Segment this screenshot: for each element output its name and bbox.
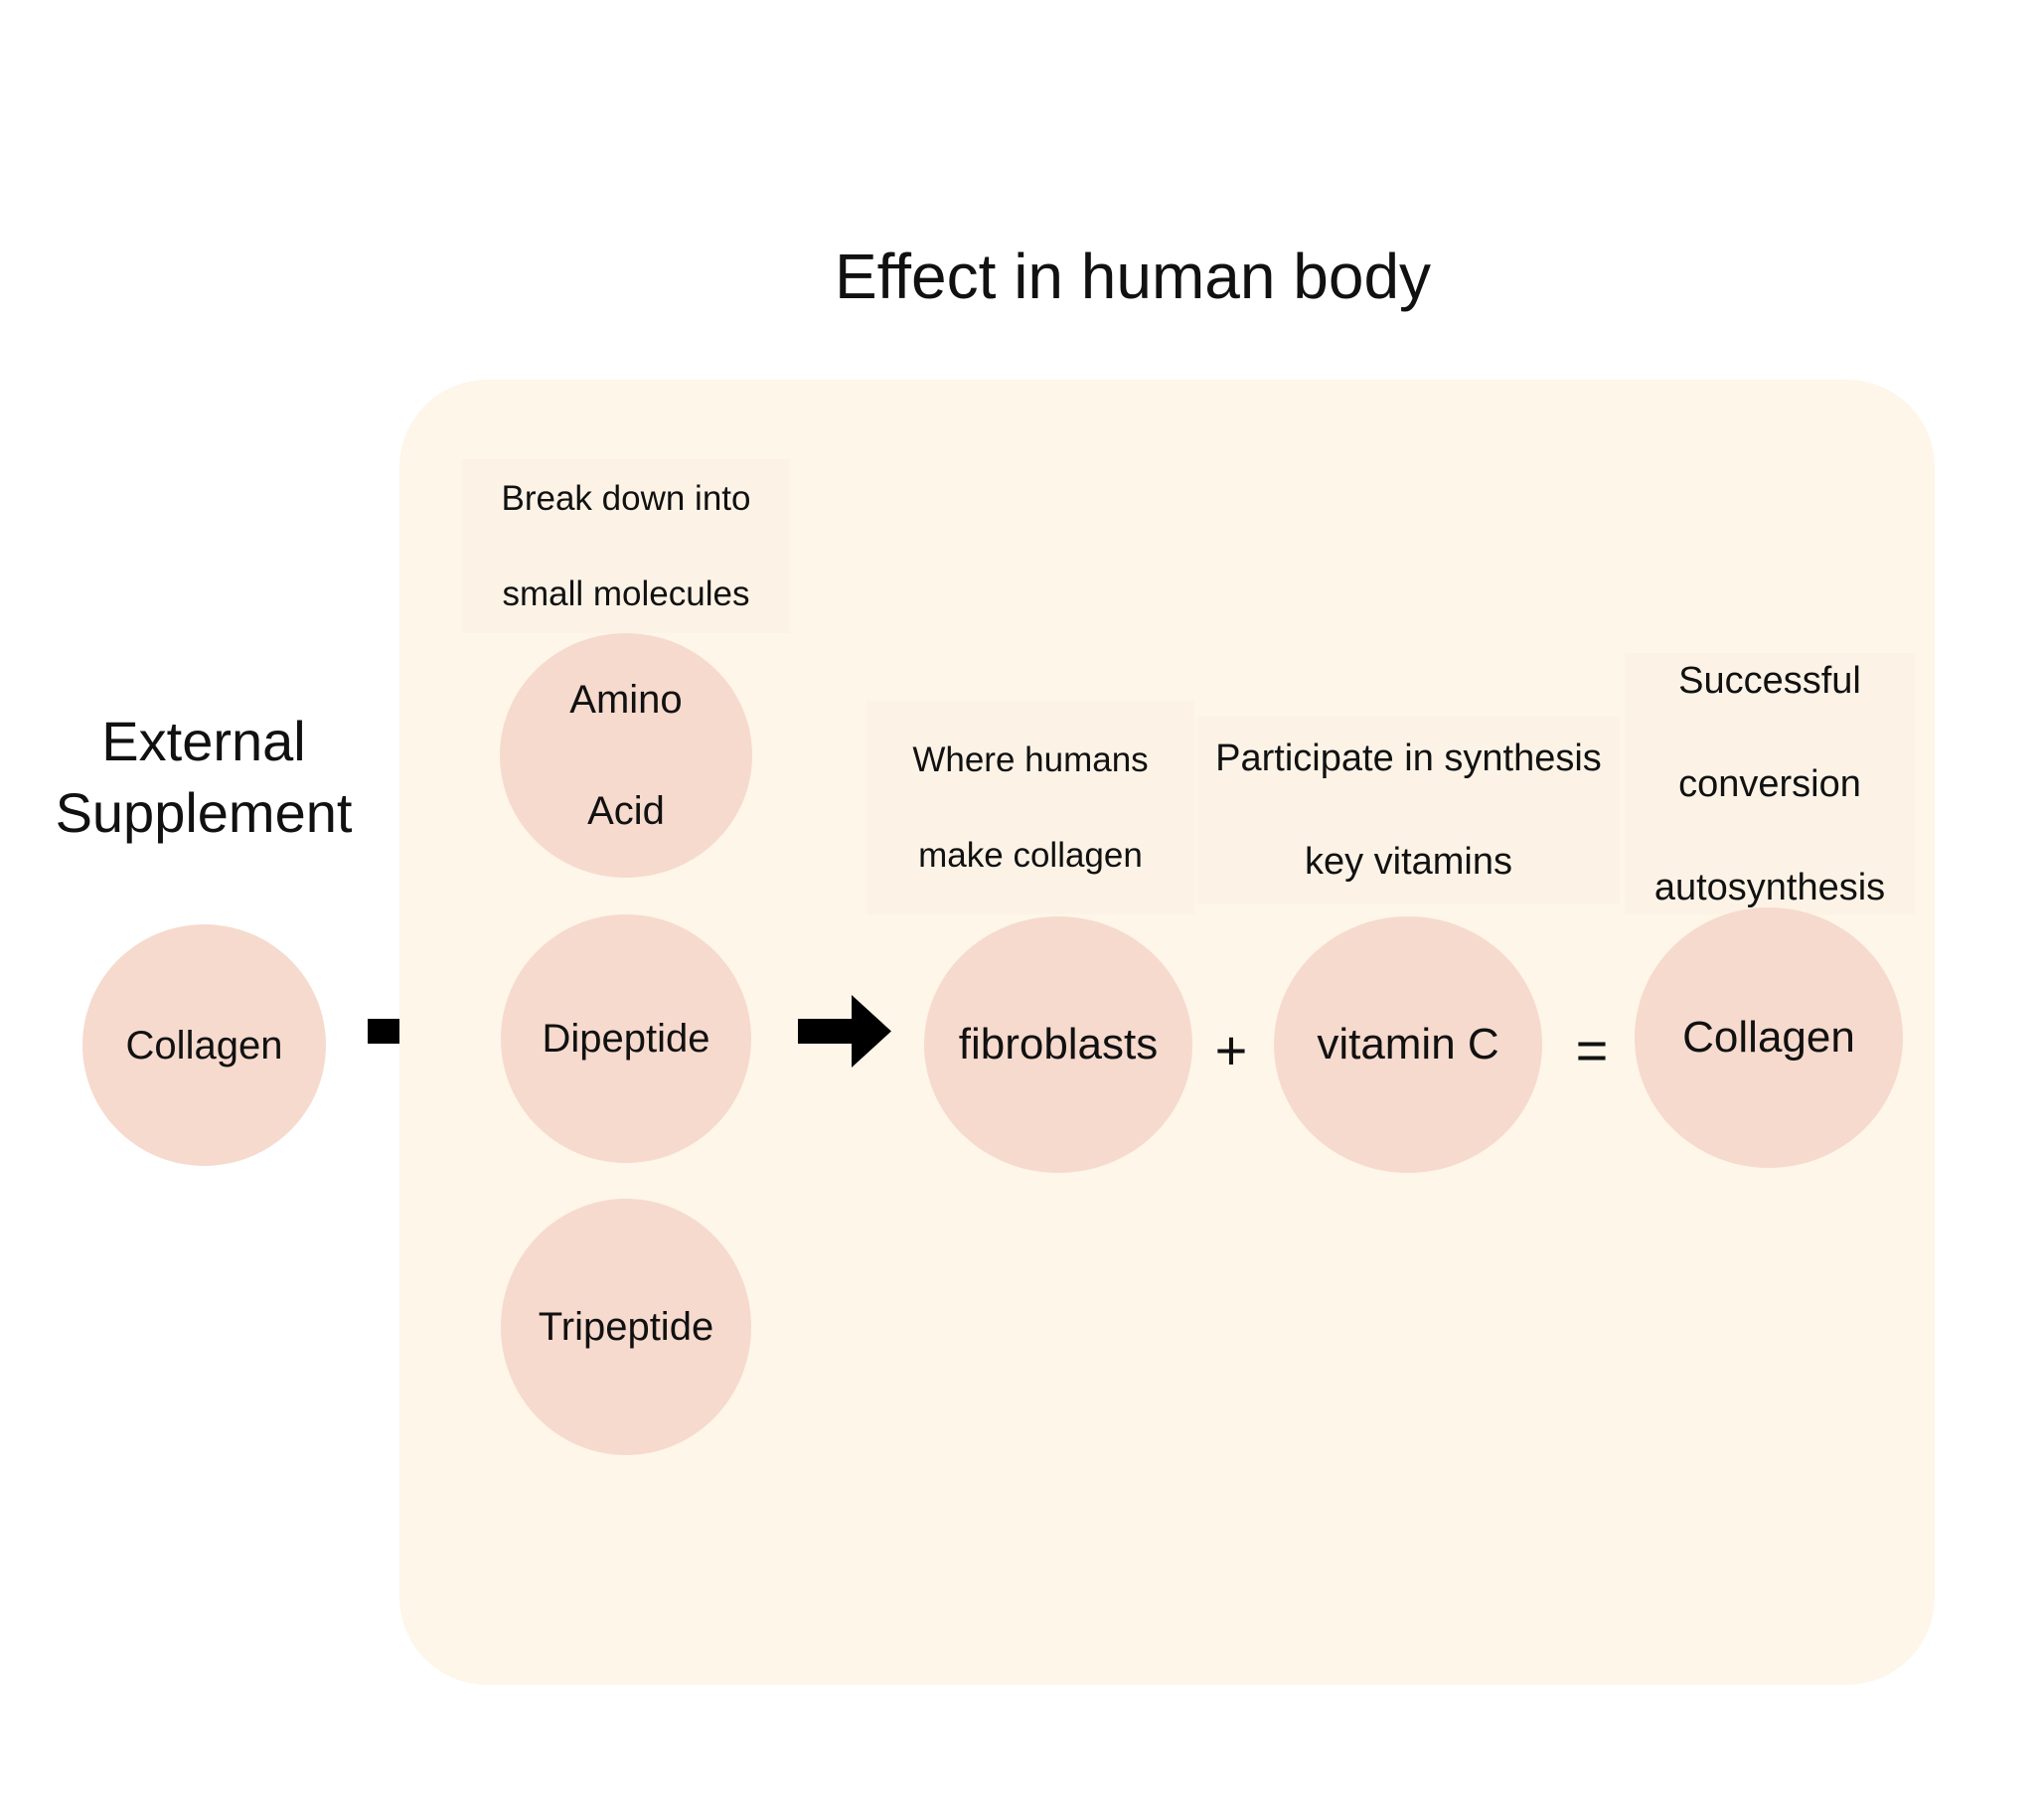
breakdown-label-box: Break down into small molecules bbox=[462, 459, 790, 633]
vitamin-c-node-label: vitamin C bbox=[1317, 1020, 1499, 1068]
external-heading-line-1: External bbox=[101, 710, 306, 772]
breakdown-label-line-2: small molecules bbox=[502, 574, 750, 613]
amino-acid-label-line-1: Amino bbox=[569, 678, 683, 722]
vitamin-label-line-1: Participate in synthesis bbox=[1215, 738, 1602, 779]
fibroblasts-node-label: fibroblasts bbox=[958, 1020, 1159, 1068]
fibroblasts-label-line-2: make collagen bbox=[918, 835, 1143, 875]
result-collagen-label: Collagen bbox=[1682, 1013, 1855, 1062]
result-label-line-2: conversion bbox=[1678, 762, 1861, 805]
tripeptide-label: Tripeptide bbox=[538, 1305, 714, 1349]
plus-sign: + bbox=[1214, 1019, 1248, 1081]
result-label-box: Successful conversion autosynthesis bbox=[1625, 653, 1915, 914]
external-collagen-label: Collagen bbox=[125, 1023, 283, 1067]
fibroblasts-label-box: Where humans make collagen bbox=[866, 701, 1194, 914]
dipeptide-node: Dipeptide bbox=[501, 914, 751, 1163]
result-label-line-3: autosynthesis bbox=[1653, 866, 1886, 908]
right-arrow-icon bbox=[798, 995, 891, 1067]
equals-sign: = bbox=[1575, 1019, 1609, 1081]
tripeptide-node: Tripeptide bbox=[501, 1199, 751, 1455]
amino-acid-node: Amino Acid bbox=[500, 633, 752, 878]
dipeptide-label: Dipeptide bbox=[542, 1017, 710, 1061]
breakdown-label-line-1: Break down into bbox=[501, 478, 751, 518]
result-label: Successful conversion autosynthesis bbox=[1654, 603, 1885, 965]
vitamin-c-node: vitamin C bbox=[1274, 916, 1542, 1173]
fibroblasts-label: Where humans make collagen bbox=[912, 689, 1148, 927]
fibroblasts-node: fibroblasts bbox=[924, 916, 1192, 1173]
external-heading-line-2: Supplement bbox=[55, 781, 353, 844]
external-supplement-heading: External Supplement bbox=[0, 706, 407, 849]
result-label-line-1: Successful bbox=[1678, 659, 1861, 702]
fibroblasts-label-line-1: Where humans bbox=[912, 739, 1149, 779]
result-collagen-node: Collagen bbox=[1635, 907, 1903, 1168]
vitamin-label-box: Participate in synthesis key vitamins bbox=[1197, 716, 1620, 904]
vitamin-label: Participate in synthesis key vitamins bbox=[1215, 681, 1602, 939]
breakdown-label: Break down into small molecules bbox=[502, 427, 751, 666]
external-collagen-node: Collagen bbox=[82, 924, 326, 1166]
amino-acid-label: Amino Acid bbox=[569, 616, 682, 895]
vitamin-label-line-2: key vitamins bbox=[1304, 841, 1513, 883]
amino-acid-label-line-2: Acid bbox=[587, 789, 665, 833]
diagram-title: Effect in human body bbox=[834, 241, 1432, 312]
